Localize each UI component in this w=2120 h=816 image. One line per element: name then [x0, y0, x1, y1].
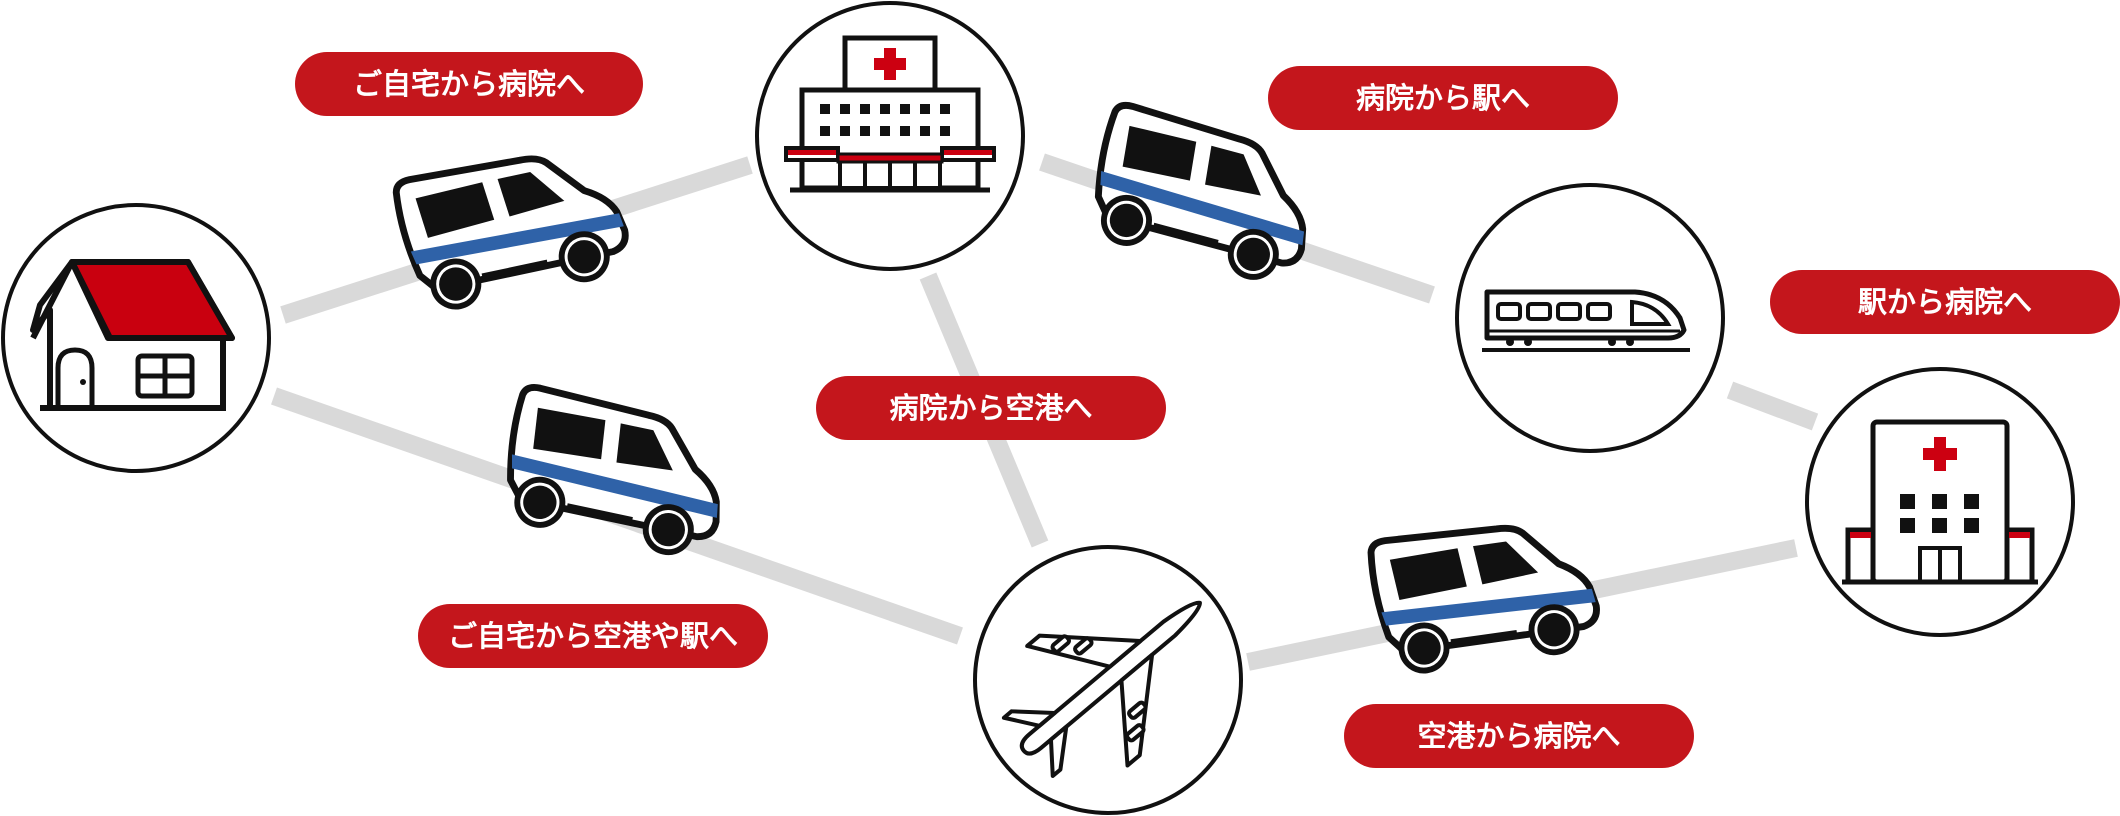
route-label-home-to-airport-station: ご自宅から空港や駅へ — [418, 604, 768, 668]
airplane-icon — [1001, 600, 1202, 778]
node-airport — [973, 545, 1243, 815]
route-label-text: ご自宅から空港や駅へ — [448, 619, 738, 653]
route-label-hospital-to-airport: 病院から空港へ — [816, 376, 1166, 440]
van-icon — [1369, 513, 1602, 676]
connector-station-hospital — [1726, 381, 1819, 431]
train-icon — [1482, 289, 1690, 352]
van-home-airport — [496, 385, 736, 561]
node-home — [1, 203, 271, 473]
route-label-hospital-to-station: 病院から駅へ — [1268, 66, 1618, 130]
van-icon — [1082, 102, 1326, 288]
route-label-text: 病院から空港へ — [889, 391, 1092, 425]
hospital-icon — [1842, 419, 2038, 585]
node-hospital-main — [755, 1, 1025, 271]
hospital-icon — [784, 35, 996, 193]
route-label-text: 病院から駅へ — [1356, 81, 1530, 115]
house-icon — [30, 259, 235, 411]
route-label-text: 空港から病院へ — [1417, 719, 1620, 753]
van-icon — [496, 385, 736, 561]
route-label-text: 駅から病院へ — [1858, 285, 2032, 319]
node-station — [1455, 183, 1725, 453]
van-home-hospital — [393, 138, 633, 314]
route-label-station-to-hospital: 駅から病院へ — [1770, 270, 2120, 334]
van-hospital-station — [1082, 102, 1326, 288]
route-label-home-to-hospital: ご自宅から病院へ — [295, 52, 643, 116]
node-hospital-small — [1805, 367, 2075, 637]
van-icon — [393, 138, 633, 314]
route-label-airport-to-hospital: 空港から病院へ — [1344, 704, 1694, 768]
route-label-text: ご自宅から病院へ — [353, 67, 585, 101]
van-airport-hospital — [1369, 513, 1602, 676]
